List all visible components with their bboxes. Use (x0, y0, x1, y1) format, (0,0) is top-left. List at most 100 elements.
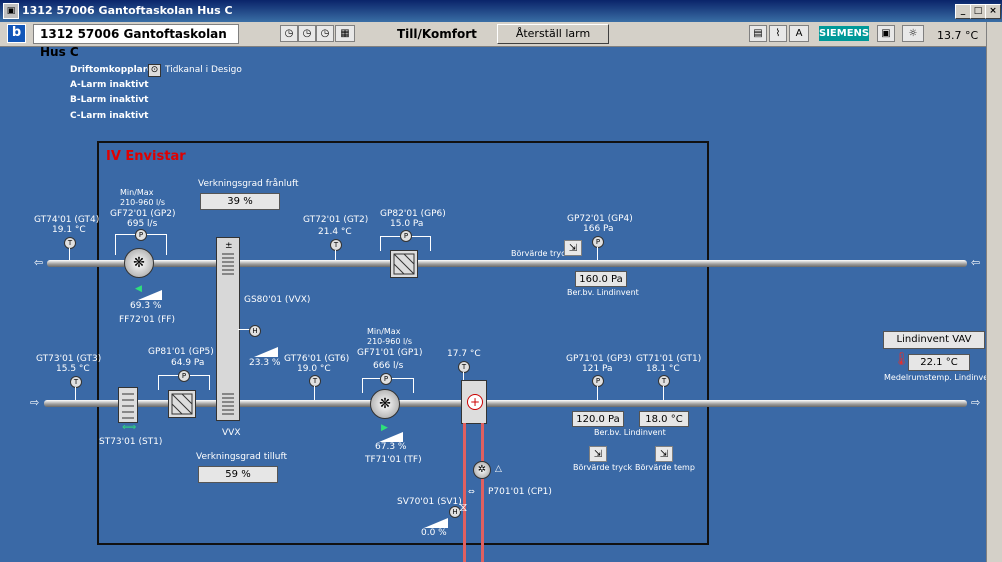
heat-exchanger[interactable]: ± (216, 237, 240, 421)
clock-2-icon[interactable]: ◷ (298, 25, 316, 42)
pump-icon[interactable]: ✲ (473, 461, 491, 479)
gt76-name: GT76'01 (GT6) (284, 354, 350, 364)
gs80-sensor-icon[interactable]: H (249, 325, 261, 337)
tf-range: 210-960 l/s (367, 337, 413, 346)
report-icon[interactable]: ▣ (877, 25, 895, 42)
reset-alarm-button[interactable]: Återställ larm (497, 24, 609, 44)
gp72-value: 166 Pa (583, 224, 614, 234)
gp71-value: 121 Pa (582, 364, 613, 374)
medel-temp-label: Medelrumstemp. Lindinvent (884, 373, 997, 382)
vg-tilluft-value: 59 % (198, 466, 278, 483)
pump-indicator-icon: △ (495, 464, 502, 474)
exhaust-filter[interactable] (390, 250, 418, 278)
ff-speed-gauge (138, 290, 162, 300)
ff-flow-name: GF72'01 (GP2) (110, 209, 176, 219)
gp71-name: GP71'01 (GP3) (566, 354, 632, 364)
borvarde-temp-label: Börvärde temp (635, 463, 695, 472)
ff-range: 210-960 l/s (120, 198, 166, 207)
operating-mode: Till/Komfort (397, 27, 477, 41)
borvarde-tryck-2-label: Börvärde tryck (573, 463, 633, 472)
ber-franluft-label: Ber.bv. Lindinvent (567, 288, 639, 297)
gp71-pressure-sensor-icon[interactable]: P (592, 375, 604, 387)
vvx-gauge (254, 347, 278, 357)
outdoor-temp-value: 13.7 °C (937, 29, 979, 42)
gt76-value: 19.0 °C (297, 364, 331, 374)
tf-flow-value: 666 l/s (373, 361, 404, 371)
supply-damper[interactable] (118, 387, 138, 423)
schedule-icon[interactable]: ▦ (335, 25, 355, 42)
minimize-button[interactable]: _ (955, 4, 971, 19)
ber-tilluft-temp: 18.0 °C (639, 411, 689, 427)
gp82-value: 15.0 Pa (390, 219, 424, 229)
gt71-temp-sensor-icon[interactable]: T (658, 375, 670, 387)
gp72-pressure-sensor-icon[interactable]: P (592, 236, 604, 248)
gt76-temp-sensor-icon[interactable]: T (309, 375, 321, 387)
gt72-value: 21.4 °C (318, 227, 352, 237)
a-alarm-status: A-Larm inaktivt (70, 80, 149, 90)
gt73-temp-sensor-icon[interactable]: T (70, 376, 82, 388)
gt74-value: 19.1 °C (52, 225, 86, 235)
ff-flow-sensor-icon[interactable]: P (135, 229, 147, 241)
medel-temp-value: 22.1 °C (908, 354, 970, 371)
vertical-scrollbar[interactable] (986, 22, 1002, 562)
vg-tilluft-label: Verkningsgrad tilluft (196, 452, 287, 462)
valve-icon[interactable]: ⧖ (459, 500, 468, 514)
ff-run-indicator-icon: ◀ (135, 284, 142, 294)
ff-minmax-label: Min/Max (120, 188, 154, 197)
ber-tilluft-pressure: 120.0 Pa (572, 411, 624, 427)
supply-filter-graphic (171, 393, 193, 415)
pdf-icon[interactable]: ▤ (749, 25, 767, 42)
supply-arrow-left-icon: ⇨ (30, 396, 40, 409)
supply-damper-graphic (122, 393, 134, 419)
window-title: 1312 57006 Gantoftaskolan Hus C (22, 4, 233, 17)
setpoint-pressure-supply-icon[interactable]: ⇲ (589, 446, 607, 462)
tf-speed-gauge (379, 432, 403, 442)
sv70-actuator-icon[interactable]: H (449, 506, 461, 518)
tf-minmax-label: Min/Max (367, 327, 401, 336)
lindinvent-vav-button[interactable]: Lindinvent VAV (883, 331, 985, 349)
gp72-name: GP72'01 (GP4) (567, 214, 633, 224)
supply-filter[interactable] (168, 390, 196, 418)
st73-name: ST73'01 (ST1) (99, 437, 163, 447)
heater-temp-value: 17.7 °C (447, 349, 481, 359)
gp72-stem (597, 247, 598, 260)
clock-1-icon[interactable]: ◷ (280, 25, 298, 42)
supply-fan-icon[interactable]: ❋ (370, 389, 400, 419)
alarm-abc-icon[interactable]: A (789, 25, 809, 42)
p701-name: P701'01 (CP1) (488, 487, 552, 497)
desigo-logo-button[interactable]: b (7, 24, 26, 43)
gt74-name: GT74'01 (GT4) (34, 215, 100, 225)
drift-value: Tidkanal i Desigo (165, 65, 242, 75)
thermometer-icon: 🌡 (893, 352, 910, 367)
close-button[interactable]: × (985, 4, 1001, 19)
pump-link-icon: ⇔ (468, 487, 475, 496)
gp82-pressure-sensor-icon[interactable]: P (400, 230, 412, 242)
heating-coil-icon: + (467, 394, 483, 410)
gs80-name: GS80'01 (VVX) (244, 295, 311, 305)
gt72-temp-sensor-icon[interactable]: T (330, 239, 342, 251)
clock-3-icon[interactable]: ◷ (316, 25, 334, 42)
borvarde-tryck-label: Börvärde tryck (511, 249, 571, 258)
switch-icon[interactable]: ⊙ (148, 64, 161, 77)
gp81-pressure-sensor-icon[interactable]: P (178, 370, 190, 382)
trend-icon[interactable]: ⌇ (769, 25, 787, 42)
exhaust-duct (47, 260, 967, 267)
maximize-button[interactable]: □ (970, 4, 986, 19)
heating-coil[interactable]: + (461, 380, 487, 424)
exhaust-fan-icon[interactable]: ❋ (124, 248, 154, 278)
gp81-name: GP81'01 (GP5) (148, 347, 214, 357)
sv70-gauge (424, 518, 448, 528)
heater-temp-sensor-icon[interactable]: T (458, 361, 470, 373)
setpoint-pressure-icon[interactable]: ⇲ (564, 240, 582, 256)
tf-run-indicator-icon: ▶ (381, 423, 388, 433)
site-name-field[interactable]: 1312 57006 Gantoftaskolan Hus C (33, 24, 239, 59)
window-titlebar: ▣ 1312 57006 Gantoftaskolan Hus C _ □ × (0, 0, 1002, 22)
gt76-stem (314, 386, 315, 400)
unit-panel (97, 141, 709, 545)
setpoint-temp-icon[interactable]: ⇲ (655, 446, 673, 462)
gt71-stem (663, 386, 664, 400)
gt74-temp-sensor-icon[interactable]: T (64, 237, 76, 249)
heater-stem (463, 372, 464, 380)
vvx-label: VVX (222, 428, 241, 438)
tf-flow-sensor-icon[interactable]: P (380, 373, 392, 385)
